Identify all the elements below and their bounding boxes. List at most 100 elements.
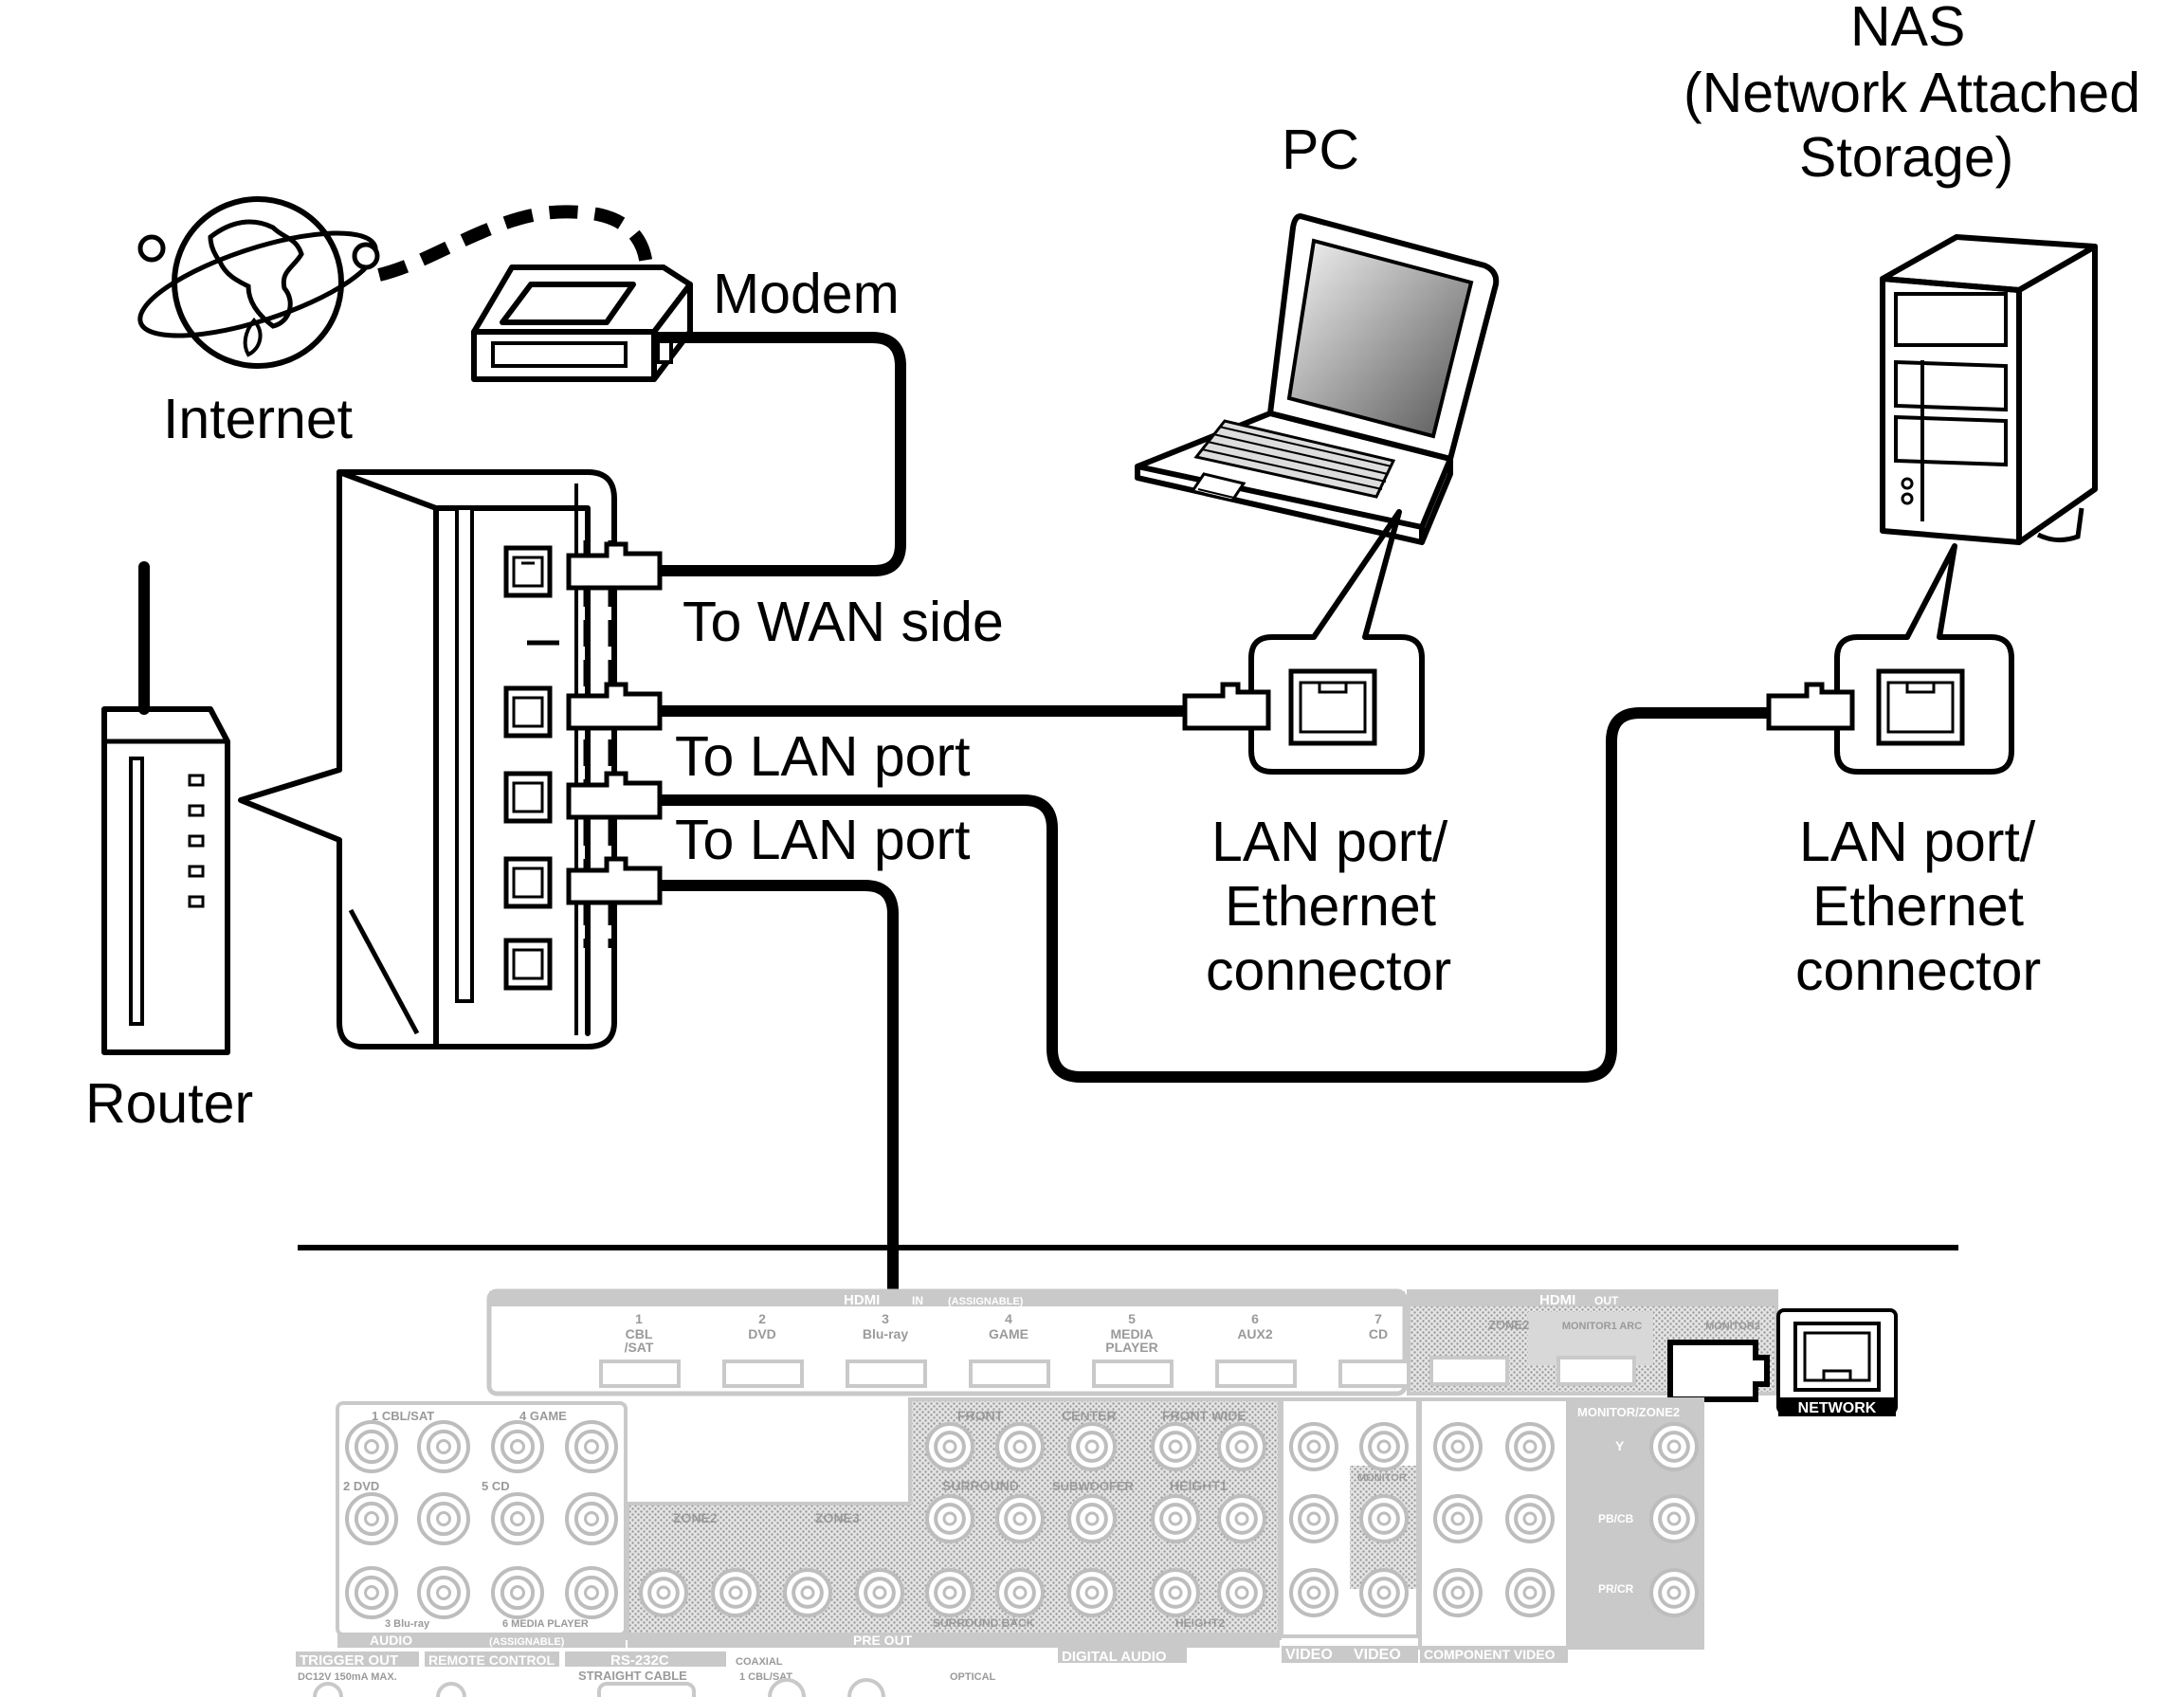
to-lan-port-label-2: To LAN port (675, 809, 971, 871)
audio-jack (345, 1492, 398, 1545)
hdmi-input-socket (846, 1359, 927, 1388)
hdmi-input-socket (599, 1359, 681, 1388)
pre-out-surround-back: SURROUND BACK (933, 1616, 1035, 1630)
component-in-jack (1433, 1494, 1483, 1543)
pre-out-front: FRONT (957, 1408, 1004, 1423)
audio-jack (417, 1566, 470, 1619)
audio-in-jacks (345, 1420, 618, 1619)
remote-control-header: REMOTE CONTROL (428, 1652, 555, 1668)
pre-out-jack (639, 1568, 688, 1617)
component-in-jack (1505, 1422, 1555, 1471)
pre-out-subwoofer: SUBWOOFER (1052, 1479, 1135, 1493)
pre-out-height1: HEIGHT1 (1170, 1478, 1228, 1493)
coaxial-label: COAXIAL (736, 1656, 783, 1668)
router-zoom-callout (238, 469, 617, 1049)
audio-in-header: AUDIO (370, 1633, 412, 1648)
hdmi-out-monitor2: MONITOR2 (1705, 1321, 1760, 1332)
modem-label: Modem (713, 263, 900, 325)
component-in-jacks (1433, 1422, 1555, 1617)
audio-jack (345, 1566, 398, 1619)
audio-in-6-label: 6 MEDIA PLAYER (502, 1618, 589, 1630)
hdmi-input-name: PLAYER (1105, 1340, 1158, 1355)
pre-out-jack (995, 1568, 1045, 1617)
laptop-icon (1135, 213, 1500, 545)
trigger-spec: DC12V 150mA MAX. (298, 1671, 397, 1683)
hdmi-input-socket (722, 1359, 804, 1388)
nas-lan-port-callout (1766, 543, 2014, 775)
hdmi-input-group: 1CBL/SAT2DVD3Blu-ray4GAME5MEDIAPLAYER6AU… (599, 1311, 1420, 1388)
nas-port-label-line3: connector (1795, 940, 2041, 1002)
hdmi-input-name: CD (1369, 1326, 1388, 1341)
component-in-header: COMPONENT VIDEO (1424, 1647, 1556, 1662)
pre-out-front-wide: FRONT WIDE (1162, 1408, 1247, 1423)
hdmi-input-socket (1338, 1359, 1420, 1388)
pre-out-jack (995, 1494, 1045, 1543)
audio-jack (491, 1492, 544, 1545)
hdmi-input-number: 2 (758, 1311, 766, 1326)
video-monitor-label: MONITOR (1357, 1472, 1407, 1484)
rs232c-header: RS-232C (610, 1652, 669, 1669)
pre-out-zone3: ZONE3 (815, 1510, 860, 1525)
hdmi-out-monitor-arc: MONITOR1 ARC (1562, 1321, 1642, 1332)
internet-link-dashed (377, 205, 653, 282)
hdmi-input-number: 1 (635, 1311, 643, 1326)
hdmi-input-name: /SAT (625, 1340, 654, 1355)
pre-out-jack (1067, 1568, 1117, 1617)
nas-label-line2: (Network Attached (1684, 62, 2140, 124)
audio-in-3-label: 3 Blu-ray (385, 1618, 430, 1630)
network-plug (1667, 1340, 1770, 1402)
component-out-y: Y (1615, 1438, 1625, 1453)
video-jack (1289, 1568, 1338, 1617)
hdmi-input-name: Blu-ray (863, 1326, 908, 1341)
hdmi-input-name: AUX2 (1237, 1326, 1273, 1341)
pc-port-label-line1: LAN port/ (1211, 811, 1448, 873)
pc-port-label-line2: Ethernet (1225, 875, 1436, 938)
hdmi-input-socket (1092, 1359, 1174, 1388)
hdmi-input-number: 3 (882, 1311, 889, 1326)
component-out-monitor-zone2: MONITOR/ZONE2 (1577, 1405, 1680, 1419)
internet-label: Internet (163, 388, 353, 450)
audio-jack (491, 1420, 544, 1473)
router-lan-port-4 (503, 938, 553, 991)
pre-out-height2: HEIGHT2 (1175, 1616, 1225, 1630)
component-out-jack (1649, 1422, 1699, 1471)
trigger-out-header: TRIGGER OUT (300, 1652, 398, 1669)
component-in-jack (1433, 1422, 1483, 1471)
to-wan-side-label: To WAN side (682, 591, 1004, 653)
hdmi-out-badge: OUT (1594, 1294, 1619, 1307)
hdmi-out-header: HDMI (1539, 1292, 1575, 1308)
nas-port-label-line2: Ethernet (1812, 875, 2024, 938)
hdmi-input-number: 5 (1128, 1311, 1136, 1326)
hdmi-input-number: 7 (1374, 1311, 1382, 1326)
audio-jack (417, 1420, 470, 1473)
straight-cable-label: STRAIGHT CABLE (578, 1669, 687, 1683)
pre-out-zone2: ZONE2 (673, 1510, 718, 1525)
router-lan-port-3 (503, 856, 553, 909)
pre-out-jack (1067, 1422, 1117, 1471)
modem-to-router-cable (654, 332, 906, 576)
pre-out-jack (783, 1568, 832, 1617)
audio-in-assignable: (ASSIGNABLE) (489, 1636, 565, 1648)
video-jack (1289, 1494, 1338, 1543)
pre-out-jack (1151, 1422, 1200, 1471)
hdmi-input-name: MEDIA (1110, 1326, 1153, 1341)
pre-out-header: PRE OUT (853, 1633, 913, 1648)
hdmi-input-name: GAME (989, 1326, 1028, 1341)
video-in-header: VIDEO (1285, 1647, 1333, 1663)
hdmi-input-number: 4 (1005, 1311, 1012, 1326)
video-jack (1289, 1422, 1338, 1471)
network-port: NETWORK (1776, 1308, 1898, 1416)
network-label: NETWORK (1798, 1400, 1877, 1416)
pre-out-jack (995, 1422, 1045, 1471)
audio-jack (491, 1566, 544, 1619)
component-out-jack (1649, 1494, 1699, 1543)
hdmi-in-badge: IN (912, 1294, 923, 1307)
video-jack (1359, 1494, 1409, 1543)
router-lan-port-2 (503, 771, 553, 824)
component-in-jack (1505, 1494, 1555, 1543)
